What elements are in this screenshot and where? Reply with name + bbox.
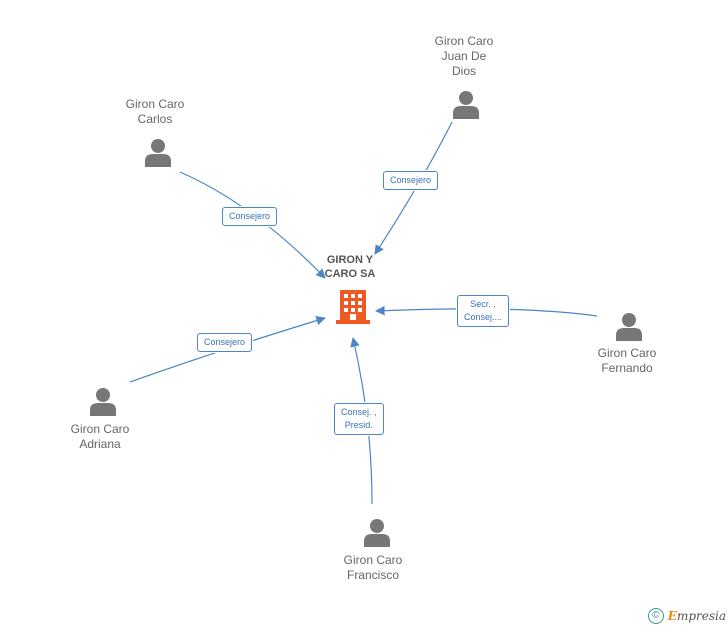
person-icon-francisco[interactable] (362, 517, 392, 547)
person-name-adriana: Giron Caro Adriana (70, 422, 130, 451)
person-name-fernando: Giron Caro Fernando (597, 346, 657, 375)
person-icon-juan[interactable] (451, 89, 481, 119)
person-icon-fernando[interactable] (614, 311, 644, 341)
person-name-carlos: Giron Caro Carlos (125, 97, 185, 126)
edge-label-adriana[interactable]: Consejero (197, 333, 253, 352)
person-name-francisco: Giron Caro Francisco (343, 553, 403, 582)
edge-label-francisco[interactable]: Consej. , Presid. (334, 403, 384, 435)
company-name: GIRON Y CARO SA (324, 254, 376, 280)
person-name-juan: Giron Caro Juan De Dios (434, 34, 494, 78)
person-icon-adriana[interactable] (88, 386, 118, 416)
edge-label-carlos[interactable]: Consejero (222, 207, 278, 226)
edge-label-fernando[interactable]: Secr. , Consej.... (457, 295, 510, 327)
brand-logo[interactable]: Empresia (667, 609, 726, 623)
building-icon[interactable] (336, 288, 370, 324)
person-icon-carlos[interactable] (143, 137, 173, 167)
edge-label-juan[interactable]: Consejero (383, 171, 439, 190)
copyright-icon: © (647, 608, 664, 624)
footer-brand: © Empresia (647, 608, 726, 624)
